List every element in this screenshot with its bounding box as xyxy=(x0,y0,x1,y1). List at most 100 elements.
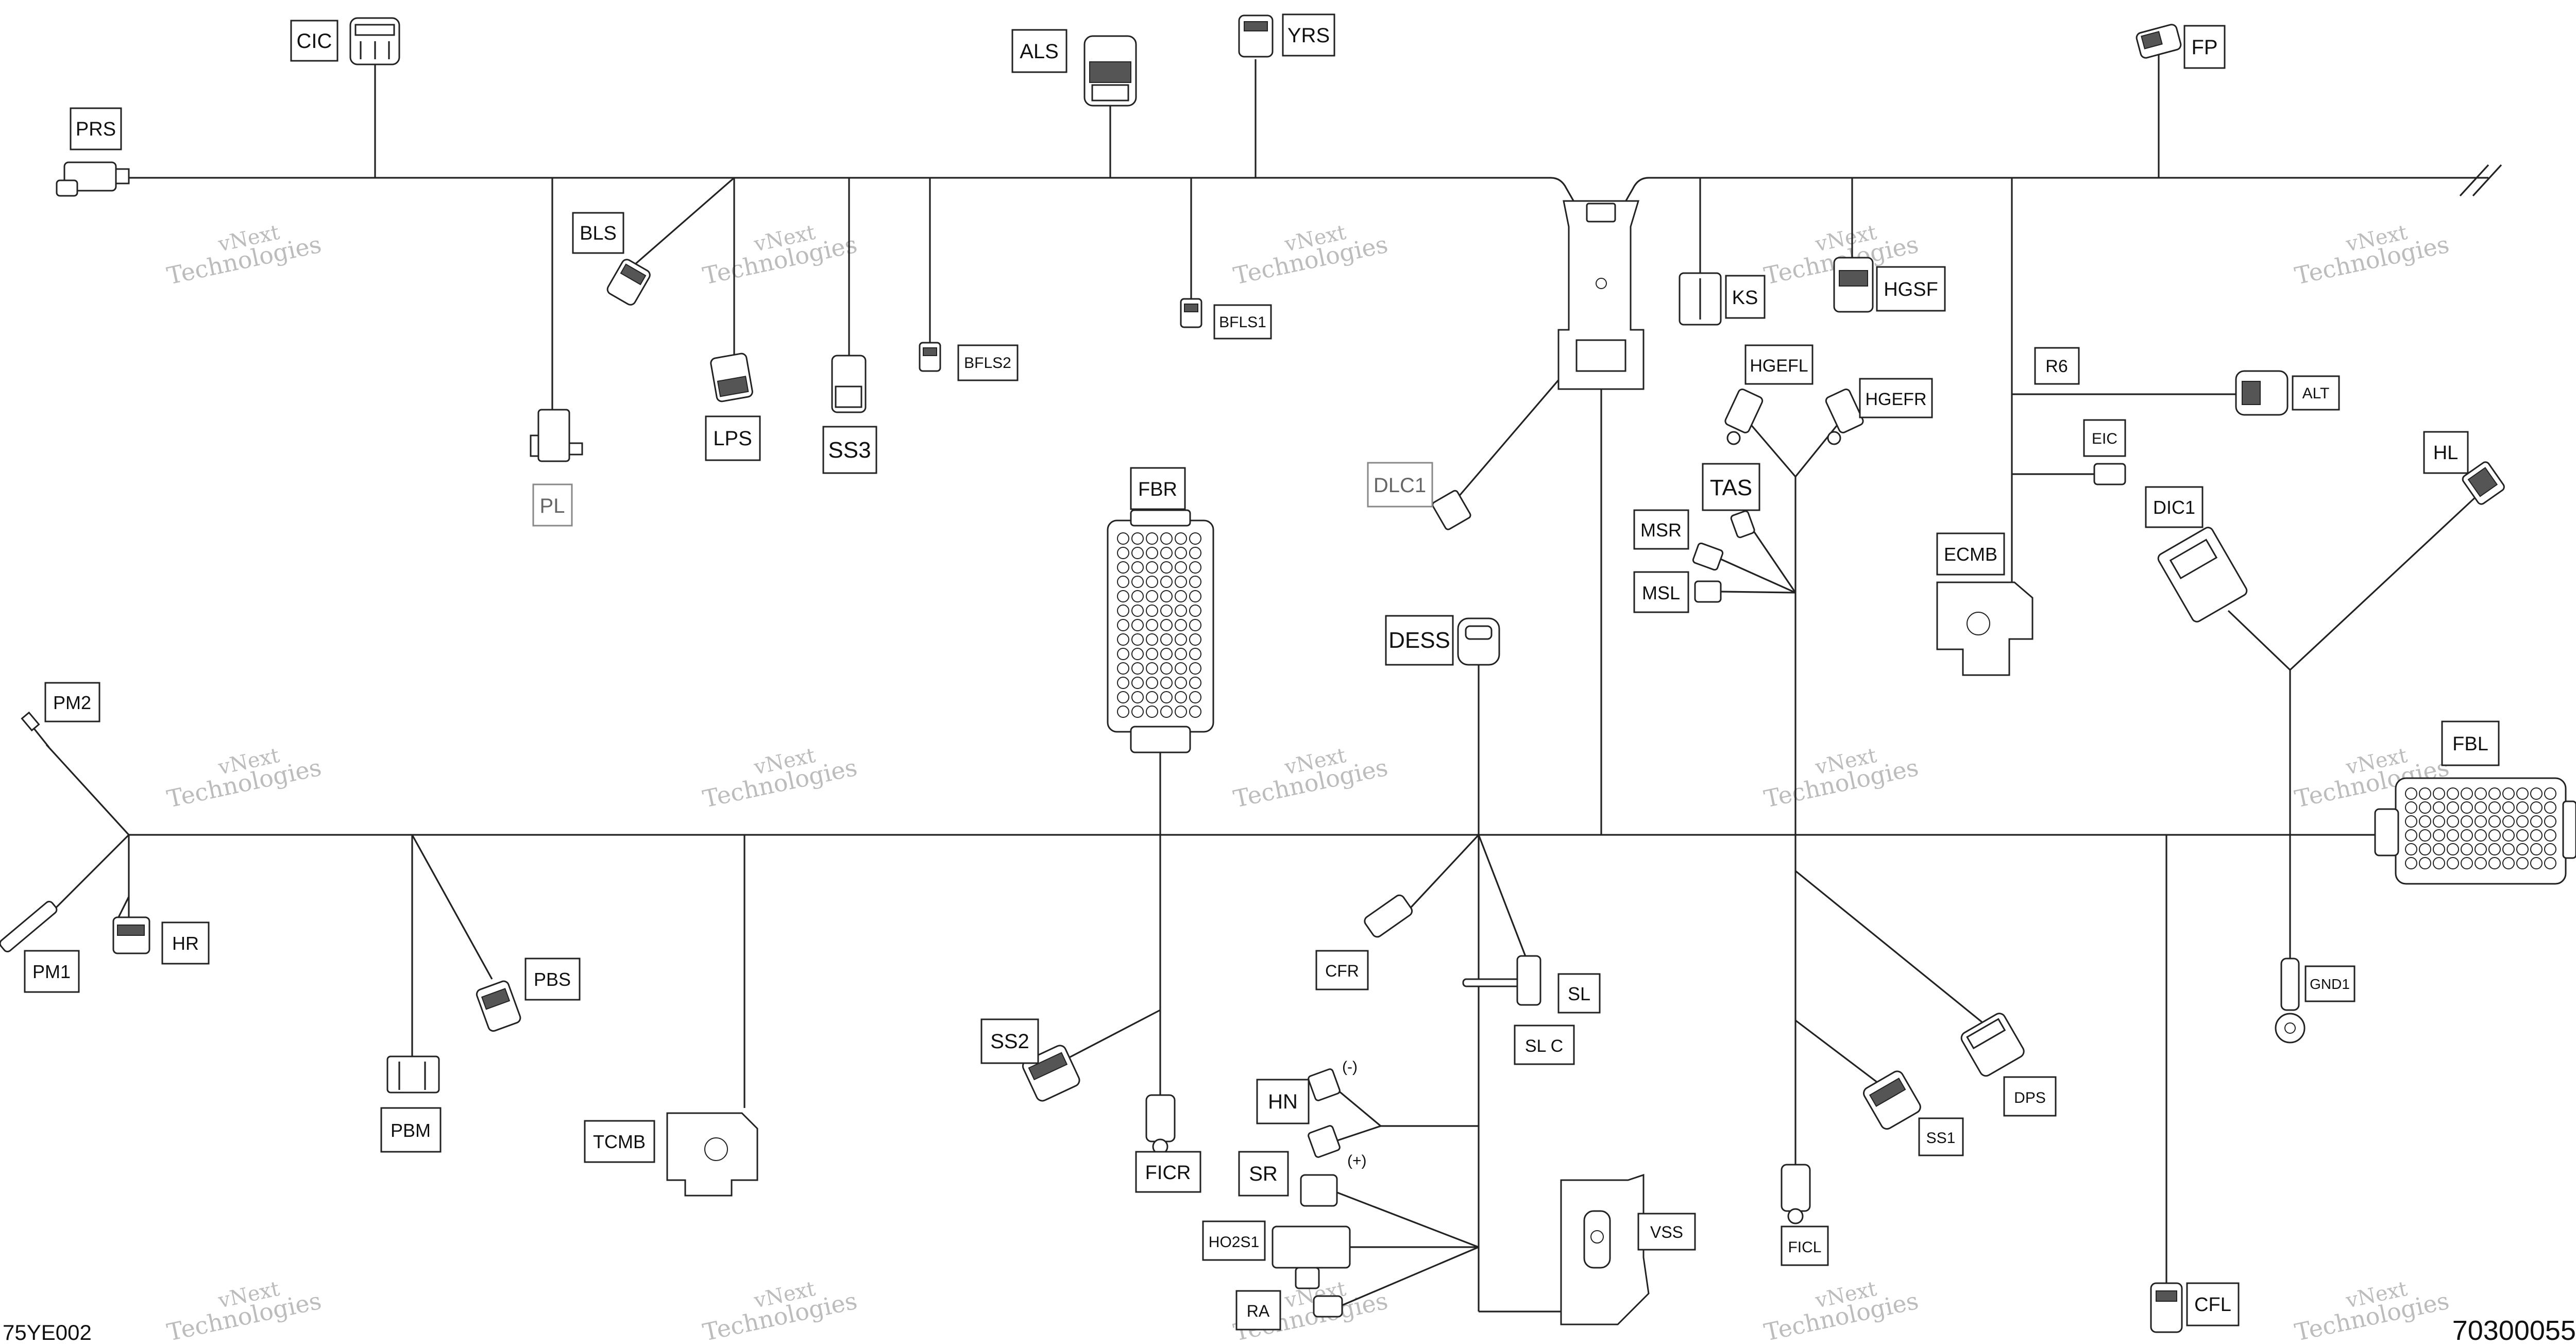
dps-connector-icon xyxy=(1960,1013,2025,1077)
svg-text:BFLS2: BFLS2 xyxy=(964,355,1011,372)
svg-text:FICL: FICL xyxy=(1788,1239,1821,1256)
wire-layer xyxy=(35,54,2502,1313)
label-pm1: PM1 xyxy=(24,950,80,993)
label-bls: BLS xyxy=(572,212,624,254)
fuse-cell xyxy=(2461,829,2473,842)
label-pm2: PM2 xyxy=(44,682,100,723)
label-msl: MSL xyxy=(1633,571,1689,613)
fuse-cell xyxy=(2433,857,2445,869)
fbr-fuse-box-icon xyxy=(1107,509,1214,753)
fuse-cell xyxy=(2405,829,2417,842)
svg-text:HL: HL xyxy=(2433,442,2459,464)
label-alt: ALT xyxy=(2292,375,2340,411)
label-hr: HR xyxy=(161,921,210,965)
svg-text:DIC1: DIC1 xyxy=(2153,497,2195,518)
dic1-connector-icon xyxy=(2157,527,2248,623)
label-hn: HN xyxy=(1256,1079,1310,1124)
dlc1-connector-icon xyxy=(1432,490,1471,530)
fuse-cell xyxy=(2544,787,2556,800)
label-ecmb: ECMB xyxy=(1936,532,2005,576)
fuse-cell xyxy=(1117,705,1129,718)
fuse-cell xyxy=(1146,691,1158,703)
label-fbr: FBR xyxy=(1130,467,1186,510)
wire-ra xyxy=(1339,1246,1479,1307)
hr-connector-icon xyxy=(112,916,150,954)
watermark: vNext Technologies xyxy=(164,221,324,290)
svg-text:SL C: SL C xyxy=(1525,1036,1563,1056)
wire-top-trunk xyxy=(129,177,2488,207)
fuse-cell xyxy=(1160,532,1173,545)
fuse-cell xyxy=(2405,815,2417,828)
svg-text:SS2: SS2 xyxy=(990,1030,1029,1053)
watermark: vNext Technologies xyxy=(1231,744,1390,813)
fuse-cell xyxy=(2475,843,2487,855)
fuse-cell xyxy=(1160,662,1173,675)
label-layer: CIC ALS YRS FP PRS BLS LPS SS3 xyxy=(24,13,2500,1331)
label-dic1: DIC1 xyxy=(2145,486,2204,528)
fuse-cell xyxy=(1189,633,1201,646)
fuse-cell xyxy=(1189,547,1201,559)
fuse-cell xyxy=(2488,801,2501,814)
wire-hgefr xyxy=(1794,422,1840,478)
wire-pbs xyxy=(411,834,493,980)
fbr-fuse-grid xyxy=(1117,532,1201,718)
watermark: vNext Technologies xyxy=(700,1277,859,1344)
label-r6: R6 xyxy=(2034,347,2080,385)
svg-text:MSL: MSL xyxy=(1642,582,1680,603)
fuse-cell xyxy=(2447,787,2459,800)
fuse-cell xyxy=(2461,801,2473,814)
fuse-cell xyxy=(1131,705,1144,718)
label-ho2s1: HO2S1 xyxy=(1202,1220,1266,1261)
fp-connector-icon xyxy=(2136,24,2182,59)
fuse-cell xyxy=(1160,604,1173,617)
fuse-cell xyxy=(2516,787,2529,800)
fuse-cell xyxy=(1189,561,1201,574)
connector-shapes xyxy=(0,14,2576,1333)
watermark: vNext Technologies xyxy=(1231,221,1390,290)
watermark: vNext Technologies xyxy=(1761,1277,1921,1344)
wire-break-mark xyxy=(2459,164,2489,197)
eic-connector-icon xyxy=(2093,463,2126,485)
yrs-connector-icon xyxy=(1238,14,1274,58)
fuse-cell xyxy=(2447,843,2459,855)
label-gnd1: GND1 xyxy=(2304,965,2355,1002)
fuse-cell xyxy=(1175,619,1187,631)
ecmb-connector-icon xyxy=(1936,581,2033,676)
label-ss3: SS3 xyxy=(822,426,877,474)
label-slc: SL C xyxy=(1514,1024,1575,1065)
label-sl: SL xyxy=(1557,973,1601,1014)
watermark: vNext Technologies xyxy=(700,744,859,813)
fuse-cell xyxy=(2516,801,2529,814)
svg-text:HGEFL: HGEFL xyxy=(1750,356,1808,376)
fuse-cell xyxy=(2475,801,2487,814)
svg-text:CFL: CFL xyxy=(2194,1294,2231,1316)
svg-text:ALT: ALT xyxy=(2302,385,2330,402)
wire-hl xyxy=(2289,494,2479,671)
fuse-cell xyxy=(2544,857,2556,869)
fuse-cell xyxy=(2488,829,2501,842)
label-ficl: FICL xyxy=(1781,1225,1829,1266)
wire-dic1 xyxy=(2227,610,2291,671)
svg-text:SL: SL xyxy=(1568,983,1590,1004)
pbs-connector-icon xyxy=(476,980,521,1032)
fuse-cell xyxy=(1175,576,1187,588)
label-hl: HL xyxy=(2423,431,2469,474)
fuse-cell xyxy=(2447,801,2459,814)
fuse-cell xyxy=(1146,561,1158,574)
label-hn-minus: (-) xyxy=(1342,1059,1358,1076)
fuse-cell xyxy=(1160,619,1173,631)
vss-connector-icon xyxy=(1560,1173,1650,1325)
svg-text:CIC: CIC xyxy=(297,30,332,53)
svg-text:PBM: PBM xyxy=(391,1120,431,1141)
fuse-cell xyxy=(2475,857,2487,869)
fuse-cell xyxy=(1175,604,1187,617)
fuse-cell xyxy=(2530,801,2543,814)
fuse-cell xyxy=(2433,787,2445,800)
fuse-cell xyxy=(1175,662,1187,675)
fuse-cell xyxy=(1189,648,1201,660)
cic-connector-icon xyxy=(349,17,400,65)
label-ficr: FICR xyxy=(1135,1151,1201,1193)
fuse-cell xyxy=(1146,547,1158,559)
fuse-cell xyxy=(1160,705,1173,718)
fuse-cell xyxy=(2405,843,2417,855)
